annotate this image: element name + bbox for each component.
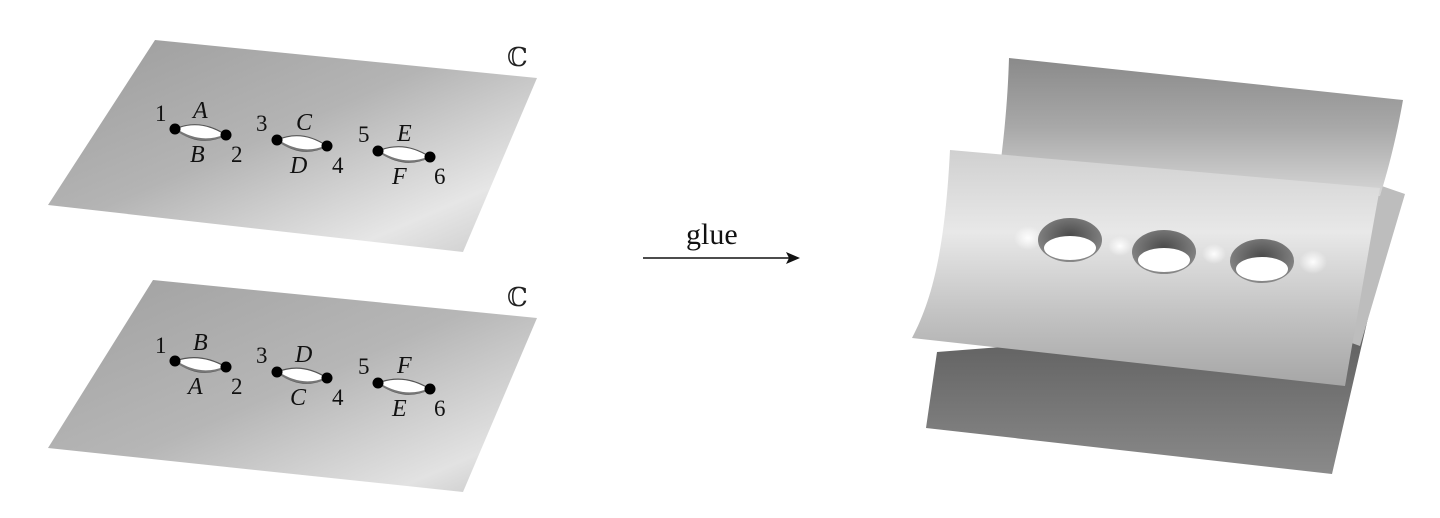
bottom-cut-2: [271, 366, 333, 384]
highlight: [1299, 250, 1327, 274]
bottom-cut-2-start: 3: [256, 343, 268, 368]
highlight: [1108, 236, 1132, 256]
bottom-plane-label: ℂ: [507, 283, 528, 313]
top-cut-2-start: 3: [256, 111, 268, 136]
branch-point: [271, 366, 283, 378]
top-cut-2: [271, 134, 333, 152]
top-cut-3: [372, 145, 436, 163]
bottom-cut-3-lower: E: [391, 396, 407, 422]
hole-1: [1038, 218, 1102, 262]
bottom-cut-3-end: 6: [434, 396, 446, 421]
bottom-sheet-plane: [48, 280, 537, 492]
bottom-cut-3: [372, 377, 436, 395]
bottom-cut-1-lower: A: [186, 374, 203, 400]
top-cut-1: [169, 123, 232, 141]
top-plane-label: ℂ: [507, 43, 528, 73]
branch-point: [372, 377, 384, 389]
branch-point: [169, 355, 181, 367]
hole-3: [1230, 239, 1294, 283]
top-cut-2-lower: D: [289, 153, 307, 179]
glued-upper-sheet: [1000, 58, 1403, 196]
arrow-head: [786, 252, 800, 264]
top-sheet: ℂ 1 A B 2 3 C D 4 5 E F: [48, 40, 537, 252]
top-cut-1-lower: B: [190, 142, 205, 168]
branch-point: [220, 361, 232, 373]
top-cut-1-start: 1: [155, 101, 167, 126]
glue-arrow: glue: [643, 218, 800, 264]
bottom-cut-1-end: 2: [231, 374, 243, 399]
branch-point: [424, 151, 436, 163]
top-cut-1-end: 2: [231, 142, 243, 167]
bottom-cut-1-upper: B: [193, 330, 208, 356]
bottom-cut-1: [169, 355, 232, 373]
bottom-cut-3-upper: F: [396, 353, 412, 379]
branch-point: [321, 372, 333, 384]
bottom-cut-2-lower: C: [290, 385, 307, 411]
highlight: [1202, 244, 1226, 264]
top-cut-3-upper: E: [396, 121, 412, 147]
branch-point: [372, 145, 384, 157]
top-cut-3-lower: F: [391, 164, 407, 190]
bottom-cut-2-end: 4: [332, 385, 344, 410]
branch-point: [271, 134, 283, 146]
top-cut-1-upper: A: [191, 98, 208, 124]
highlight: [1014, 226, 1042, 250]
bottom-sheet: ℂ 1 B A 2 3 D C 4 5 F E: [48, 280, 537, 492]
branch-point: [169, 123, 181, 135]
glued-surface: [912, 58, 1405, 474]
glue-label: glue: [686, 218, 738, 251]
branch-point: [424, 383, 436, 395]
bottom-cut-1-start: 1: [155, 333, 167, 358]
hole-2: [1132, 230, 1196, 274]
branch-point: [220, 129, 232, 141]
branch-point: [321, 140, 333, 152]
bottom-cut-2-upper: D: [294, 342, 312, 368]
top-cut-3-end: 6: [434, 164, 446, 189]
top-cut-3-start: 5: [358, 122, 370, 147]
top-cut-2-upper: C: [296, 110, 313, 136]
bottom-cut-3-start: 5: [358, 354, 370, 379]
top-cut-2-end: 4: [332, 153, 344, 178]
